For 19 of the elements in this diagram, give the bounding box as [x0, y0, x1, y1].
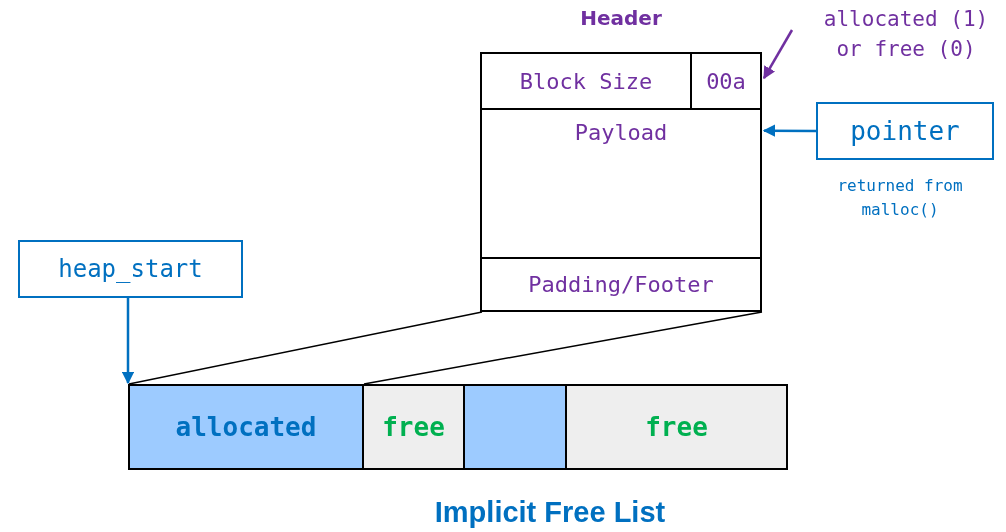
arrow — [762, 29, 794, 80]
heap-start-label-box: heap_start — [18, 240, 243, 298]
arrow — [121, 298, 135, 385]
flag-bits-field: 00a — [690, 52, 762, 110]
connector-line — [128, 311, 483, 385]
allocated-block — [463, 384, 567, 470]
arrow — [762, 124, 816, 137]
allocated-block: allocated — [128, 384, 364, 470]
diagram-title: Implicit Free List — [433, 496, 667, 529]
block-size-field: Block Size — [480, 52, 692, 110]
annotation-text: allocated (1) or free (0) — [806, 4, 1006, 68]
header-heading: Header — [579, 6, 663, 30]
free-block: free — [362, 384, 465, 470]
connector-line — [363, 311, 763, 385]
payload-field: Payload — [480, 108, 762, 259]
padding-footer-field: Padding/Footer — [480, 257, 762, 312]
note-text: returned from malloc() — [836, 175, 964, 221]
free-block: free — [565, 384, 788, 470]
pointer-label-box: pointer — [816, 102, 994, 160]
